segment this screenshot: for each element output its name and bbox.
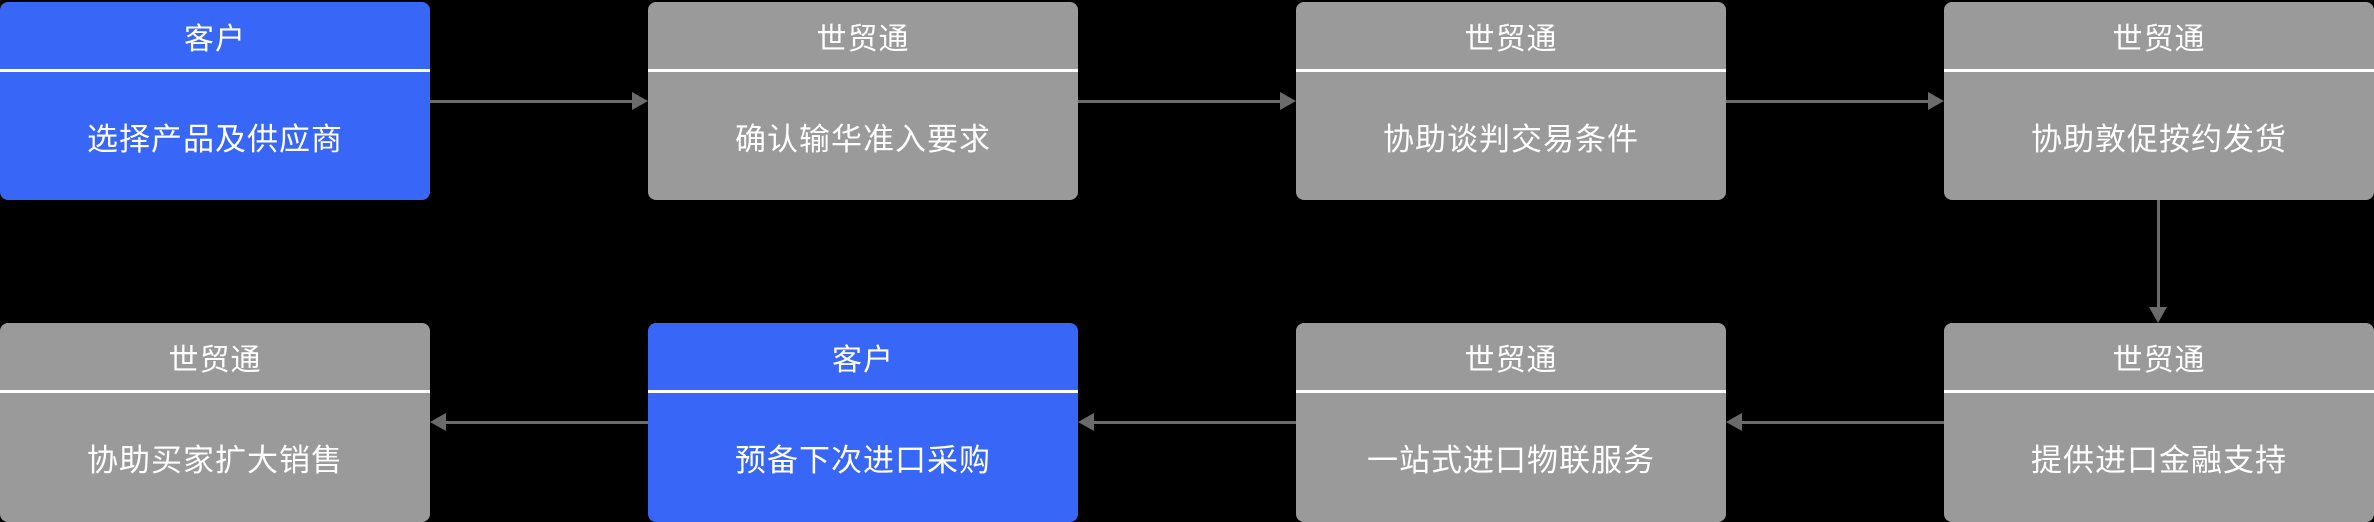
flow-node-expand-sales: 世贸通 协助买家扩大销售 — [0, 323, 430, 522]
node-actor: 客户 — [648, 323, 1078, 393]
node-label: 确认输华准入要求 — [735, 121, 991, 157]
flow-node-confirm-access: 世贸通 确认输华准入要求 — [648, 2, 1078, 200]
flow-node-finance-support: 世贸通 提供进口金融支持 — [1944, 323, 2374, 522]
arrow-left-icon — [430, 413, 446, 431]
flow-node-select-products: 客户 选择产品及供应商 — [0, 2, 430, 200]
node-label: 预备下次进口采购 — [735, 443, 991, 478]
node-label: 选择产品及供应商 — [87, 121, 343, 157]
node-label: 提供进口金融支持 — [2031, 443, 2287, 478]
arrow-left-icon — [1078, 413, 1094, 431]
node-actor: 世贸通 — [1296, 2, 1726, 72]
flow-node-next-purchase: 客户 预备下次进口采购 — [648, 323, 1078, 522]
flow-node-logistics-service: 世贸通 一站式进口物联服务 — [1296, 323, 1726, 522]
arrow-right-icon — [632, 92, 648, 110]
arrow-down-icon — [2149, 307, 2167, 323]
node-actor: 客户 — [0, 2, 430, 72]
node-label: 一站式进口物联服务 — [1367, 443, 1655, 478]
arrow-right-icon — [1280, 92, 1296, 110]
node-actor: 世贸通 — [648, 2, 1078, 72]
node-actor: 世贸通 — [1944, 2, 2374, 72]
node-label: 协助敦促按约发货 — [2031, 121, 2287, 157]
node-actor: 世贸通 — [1296, 323, 1726, 393]
node-actor: 世贸通 — [0, 323, 430, 393]
flow-node-assist-negotiation: 世贸通 协助谈判交易条件 — [1296, 2, 1726, 200]
node-label: 协助谈判交易条件 — [1383, 121, 1639, 157]
node-label: 协助买家扩大销售 — [87, 443, 343, 478]
flow-node-urge-shipment: 世贸通 协助敦促按约发货 — [1944, 2, 2374, 200]
node-actor: 世贸通 — [1944, 323, 2374, 393]
arrow-left-icon — [1726, 413, 1742, 431]
arrow-right-icon — [1928, 92, 1944, 110]
